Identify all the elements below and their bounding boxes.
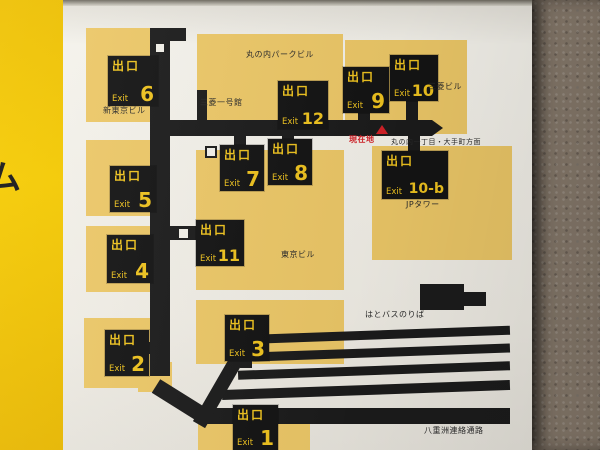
area-label-yaesu-passage: 八重洲連絡通路 — [424, 426, 484, 435]
direction-arrow-icon — [432, 120, 443, 136]
exit-jp-label: 出口 — [112, 59, 141, 73]
exit-en-label: Exit — [112, 93, 129, 104]
exit-number: 6 — [140, 82, 154, 106]
exit-en-label: Exit — [229, 348, 246, 359]
exit-number: 4 — [135, 259, 149, 283]
exit-jp-label: 出口 — [114, 169, 143, 183]
exit-number: 11 — [217, 246, 240, 266]
corridor-stub-ichigokan — [197, 90, 207, 124]
sign-yellow-strip: ム — [0, 0, 63, 450]
corridor-stub-exit8 — [282, 136, 294, 141]
exit-box-8: 出口 Exit 8 — [268, 139, 312, 185]
stairs-marker-icon — [205, 146, 217, 158]
exit-en-label: Exit — [224, 178, 241, 189]
exit-en-label: Exit — [347, 100, 364, 111]
direction-label: 丸の内一丁目・大手町方面 — [391, 138, 481, 146]
area-label-hato-bus: はとバスのりば — [365, 310, 425, 319]
building-label-tokyo: 東京ビル — [281, 250, 315, 259]
exit-number: 3 — [251, 337, 265, 361]
exit-box-2: 出口 Exit 2 — [105, 330, 149, 376]
exit-en-label: Exit — [237, 437, 254, 448]
corridor-vertical-top — [150, 28, 170, 136]
exit-box-6: 出口 Exit 6 — [108, 56, 158, 106]
exit-en-label: Exit — [386, 186, 403, 197]
exit-en-label: Exit — [111, 270, 128, 281]
exit-en-label: Exit — [272, 172, 289, 183]
corridor-stub-exit2 — [146, 342, 154, 354]
exit-jp-label: 出口 — [347, 70, 376, 84]
panel-top-edge — [63, 0, 532, 6]
building-label-shin-tokyo: 新東京ビル — [103, 106, 146, 115]
building-label-jp-tower: JPタワー — [406, 200, 440, 209]
building-label-marunouchi-park: 丸の内パークビル — [246, 50, 314, 59]
exit-box-4: 出口 Exit 4 — [107, 235, 153, 283]
building-label-mitsubishi-ichigokan: 三菱一号館 — [200, 98, 243, 107]
exit-en-label: Exit — [114, 199, 131, 210]
exit-number: 9 — [371, 89, 385, 113]
building-label-mitsubishi: 三菱ビル — [428, 82, 462, 91]
exit-box-9: 出口 Exit 9 — [343, 67, 389, 113]
exit-box-1: 出口 Exit 1 — [233, 405, 278, 450]
exit-en-label: Exit — [200, 253, 217, 264]
exit-number: 10-b — [408, 181, 444, 198]
exit-box-3: 出口 Exit 3 — [225, 315, 269, 361]
exit-en-label: Exit — [282, 116, 299, 127]
wall-background — [525, 0, 600, 450]
current-location-label: 現在地 — [349, 135, 375, 144]
exit-box-10b: 出口 Exit 10-b — [382, 151, 448, 199]
exit-number: 12 — [301, 109, 324, 129]
exit-en-label: Exit — [109, 363, 126, 374]
current-location-marker-icon — [376, 125, 388, 134]
exit-jp-label: 出口 — [386, 154, 415, 168]
exit-jp-label: 出口 — [224, 148, 253, 162]
exit-jp-label: 出口 — [272, 142, 301, 156]
exit-box-5: 出口 Exit 5 — [110, 166, 156, 212]
exit-number: 5 — [138, 188, 152, 212]
corridor-bottom-passage — [204, 408, 510, 424]
exit-jp-label: 出口 — [394, 58, 423, 72]
exit-jp-label: 出口 — [282, 84, 311, 98]
exit-en-label: Exit — [394, 88, 411, 99]
corridor-stub-exit10b — [408, 136, 420, 153]
stairs-marker-icon — [177, 227, 190, 240]
exit-number: 7 — [246, 167, 260, 191]
exit-number: 8 — [294, 161, 308, 185]
exit-number: 1 — [260, 426, 274, 450]
corridor-stub-exit7 — [234, 136, 246, 147]
structure-footprint-2 — [462, 292, 486, 306]
exit-number: 2 — [131, 352, 145, 376]
exit-box-7: 出口 Exit 7 — [220, 145, 264, 191]
exit-jp-label: 出口 — [111, 238, 140, 252]
exit-jp-label: 出口 — [109, 333, 138, 347]
exit-number: 10 — [411, 81, 434, 101]
exit-jp-label: 出口 — [237, 408, 266, 422]
stairs-marker-icon — [154, 42, 166, 54]
corridor-stub-exit10 — [406, 98, 418, 122]
exit-jp-label: 出口 — [229, 318, 258, 332]
frame-partial-text: ム — [0, 158, 21, 198]
exit-jp-label: 出口 — [200, 223, 229, 237]
structure-footprint — [420, 284, 464, 310]
